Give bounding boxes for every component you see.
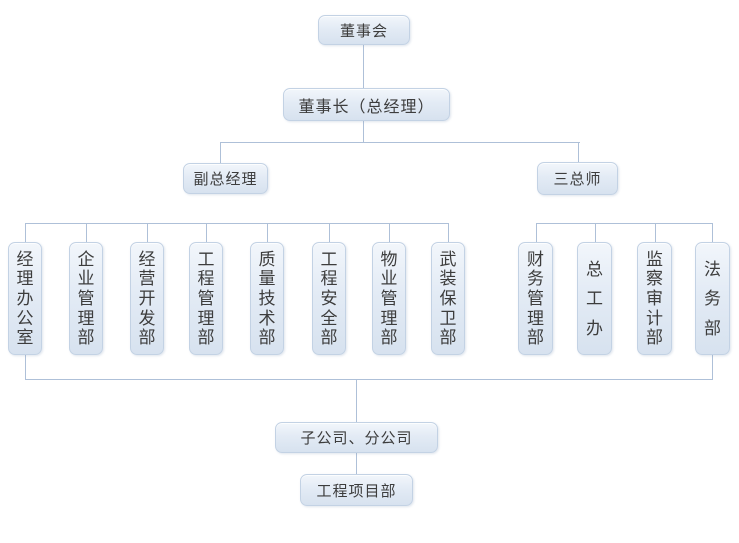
node-engineering-management: 工程管理部	[189, 242, 223, 355]
connector-drop	[448, 223, 449, 242]
connector-bottom-bar	[25, 379, 713, 380]
connector-bar-subsidiaries	[356, 379, 357, 422]
node-manager-office: 经理办公室	[8, 242, 42, 355]
connector-drop	[536, 223, 537, 242]
connector-drop	[267, 223, 268, 242]
connector-drop	[655, 223, 656, 242]
connector-level2-bar	[220, 142, 580, 143]
connector-board-chairman	[363, 45, 364, 88]
connector-rightmost-down	[712, 355, 713, 379]
connector-drop	[329, 223, 330, 242]
node-finance-management: 财务管理部	[518, 242, 553, 355]
node-armed-security: 武装保卫部	[431, 242, 465, 355]
connector-drop	[712, 223, 713, 242]
node-engineering-safety: 工程安全部	[312, 242, 346, 355]
node-three-chief-engineers: 三总师	[537, 162, 618, 195]
node-business-development: 经营开发部	[130, 242, 164, 355]
node-enterprise-management: 企业管理部	[69, 242, 103, 355]
connector-right-departments-bar	[536, 223, 712, 224]
connector-drop	[25, 223, 26, 242]
node-property-management: 物业管理部	[372, 242, 406, 355]
connector-drop	[206, 223, 207, 242]
node-board: 董事会	[318, 15, 410, 45]
connector-drop	[86, 223, 87, 242]
node-quality-technology: 质量技术部	[250, 242, 284, 355]
connector-chairman-bar	[363, 121, 364, 142]
connector-subsidiaries-project	[356, 453, 357, 474]
node-chief-engineer-office: 总工办	[577, 242, 612, 355]
node-chairman-general-manager: 董事长（总经理）	[283, 88, 450, 121]
connector-left-departments-bar	[25, 223, 448, 224]
node-legal-department: 法务部	[695, 242, 730, 355]
connector-bar-deputy	[220, 142, 221, 163]
connector-drop	[595, 223, 596, 242]
node-supervision-audit: 监察审计部	[637, 242, 672, 355]
connector-drop	[389, 223, 390, 242]
connector-drop	[147, 223, 148, 242]
node-subsidiaries-branches: 子公司、分公司	[275, 422, 438, 453]
connector-bar-chiefs	[578, 142, 579, 162]
node-deputy-general-manager: 副总经理	[183, 163, 268, 194]
connector-leftmost-down	[25, 355, 26, 379]
node-project-department: 工程项目部	[300, 474, 413, 506]
